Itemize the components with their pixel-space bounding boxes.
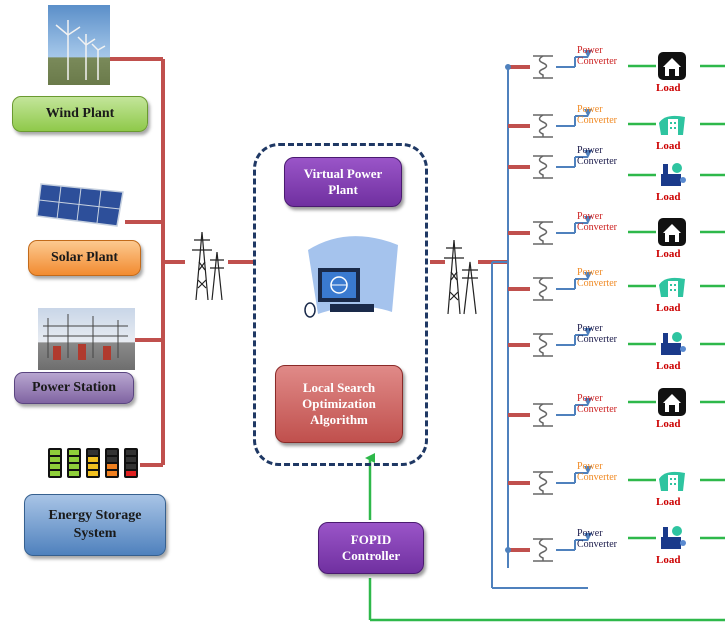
load-label: Load — [656, 191, 681, 203]
computer-icon — [304, 236, 398, 318]
house-icon — [657, 51, 687, 81]
converter-label-line: Converter — [577, 472, 617, 483]
converter-label-line: Power — [577, 528, 603, 539]
load-label: Load — [656, 82, 681, 94]
converter-label-line: Power — [577, 211, 603, 222]
battery-icon — [48, 448, 138, 478]
converter-branches — [505, 50, 725, 553]
load-label: Load — [656, 140, 681, 152]
load-label: Load — [656, 248, 681, 260]
house-icon — [657, 387, 687, 417]
battery-bank-image — [44, 444, 142, 482]
energy-storage-label: Energy Storage System — [24, 494, 166, 556]
converter-label-line: Converter — [577, 115, 617, 126]
converter-label-line: Power — [577, 393, 603, 404]
converter-label-line: Converter — [577, 404, 617, 415]
converter-label-line: Power — [577, 323, 603, 334]
load-label: Load — [656, 360, 681, 372]
bus-node — [505, 64, 511, 70]
factory-icon — [657, 160, 687, 190]
load-label: Load — [656, 554, 681, 566]
factory-icon — [657, 523, 687, 553]
transformer-icon — [530, 219, 556, 247]
converter-label-line: Power — [577, 45, 603, 56]
vpp-title-box: Virtual Power Plant — [284, 157, 402, 207]
control-loop — [365, 453, 725, 622]
office-building-icon — [657, 465, 687, 495]
wind-plant-label: Wind Plant — [12, 96, 148, 132]
converter-label-line: Converter — [577, 278, 617, 289]
converter-label-line: Converter — [577, 222, 617, 233]
power-station-label: Power Station — [14, 372, 134, 404]
vpp-container — [253, 143, 428, 466]
computer-image — [288, 230, 400, 322]
solar-plant-label: Solar Plant — [28, 240, 141, 276]
load-label: Load — [656, 418, 681, 430]
converter-label-line: Power — [577, 145, 603, 156]
fopid-controller-box: FOPID Controller — [318, 522, 424, 574]
factory-icon — [657, 329, 687, 359]
converter-label-line: Converter — [577, 156, 617, 167]
solar-panel-icon — [36, 183, 124, 227]
wind-turbine-image — [48, 5, 110, 85]
converter-label-line: Power — [577, 267, 603, 278]
converter-label-line: Power — [577, 461, 603, 472]
office-building-icon — [657, 271, 687, 301]
wind-turbine-icon — [55, 20, 106, 80]
converter-label-line: Power — [577, 104, 603, 115]
transmission-tower-left — [184, 222, 228, 302]
transformer-icon — [530, 331, 556, 359]
transmission-tower-icon — [192, 231, 224, 301]
transformer-icon — [530, 275, 556, 303]
transformer-icon — [530, 112, 556, 140]
load-label: Load — [656, 302, 681, 314]
house-icon — [657, 217, 687, 247]
transformer-icon — [530, 53, 556, 81]
optimization-algorithm-box: Local Search Optimization Algorithm — [275, 365, 403, 443]
substation-icon — [43, 314, 128, 360]
distribution-bus — [491, 67, 588, 589]
bus-node — [505, 547, 511, 553]
power-station-image — [38, 308, 135, 370]
office-building-icon — [657, 109, 687, 139]
transformer-icon — [530, 469, 556, 497]
transformer-icon — [530, 536, 556, 564]
transformer-icon — [530, 401, 556, 429]
transmission-tower-right — [440, 228, 484, 316]
load-label: Load — [656, 496, 681, 508]
converter-label-line: Converter — [577, 539, 617, 550]
transmission-tower-icon — [444, 239, 478, 315]
solar-panel-image — [35, 182, 125, 230]
transformer-icon — [530, 153, 556, 181]
converter-label-line: Converter — [577, 334, 617, 345]
converter-label-line: Converter — [577, 56, 617, 67]
